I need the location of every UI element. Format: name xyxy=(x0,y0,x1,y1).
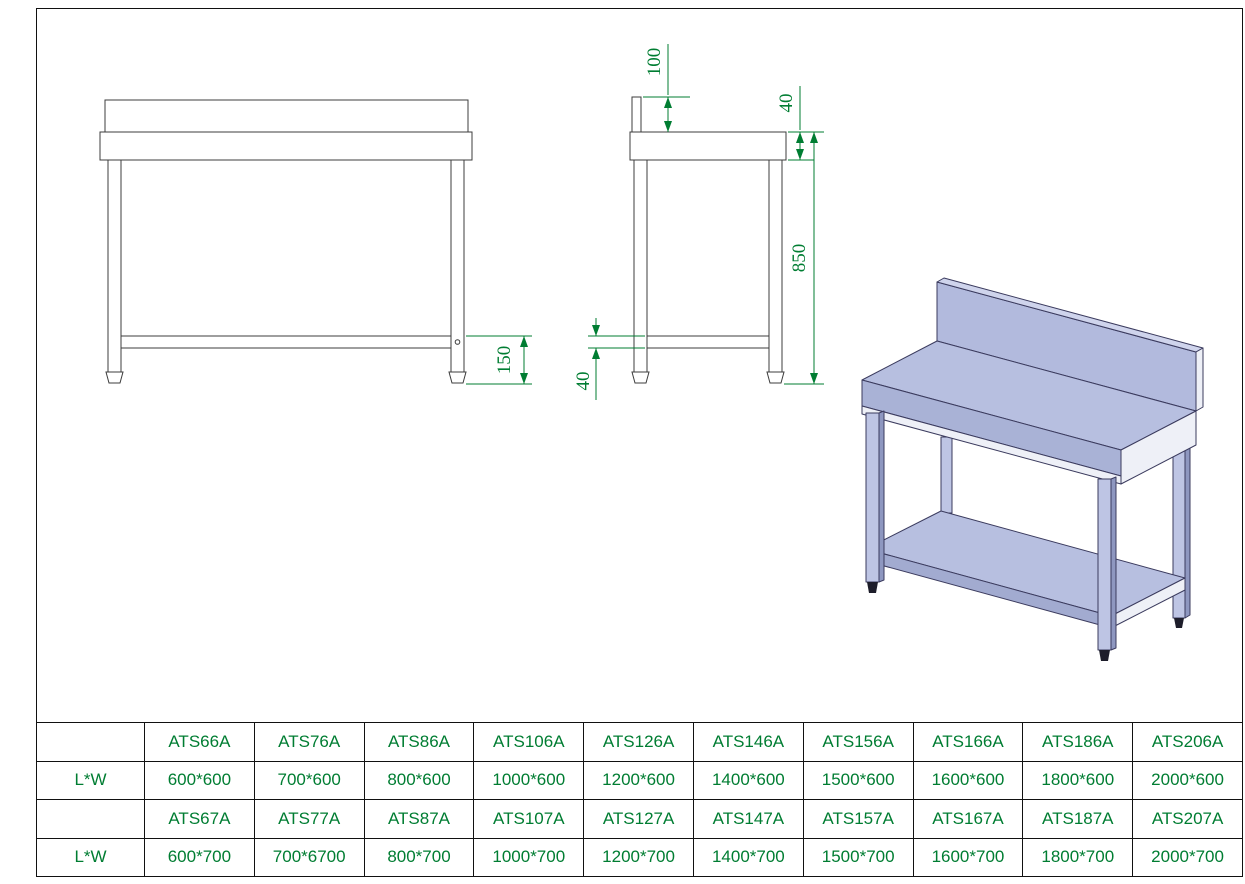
side-undershelf xyxy=(646,335,770,349)
side-view xyxy=(629,96,787,384)
size-cell: 1200*600 xyxy=(583,760,694,800)
dimension-150-label: 150 xyxy=(494,346,515,375)
model-cell: ATS126A xyxy=(583,722,694,762)
model-cell: ATS67A xyxy=(144,799,255,839)
front-view xyxy=(99,99,473,384)
model-cell: ATS77A xyxy=(253,799,365,839)
iso-back-left-leg xyxy=(940,436,953,514)
size-row-600: L*W 600*600 700*600 800*600 1000*600 120… xyxy=(36,760,1243,800)
spec-table-area: ATS66A ATS76A ATS86A ATS106A ATS126A ATS… xyxy=(36,722,1243,877)
front-right-leg xyxy=(450,159,465,373)
size-cell: 600*700 xyxy=(144,837,255,877)
front-right-foot xyxy=(448,371,467,384)
size-cell: 2000*700 xyxy=(1132,837,1243,877)
side-right-foot xyxy=(766,371,785,384)
iso-front-right-leg xyxy=(1097,478,1112,651)
model-cell: ATS76A xyxy=(253,722,365,762)
dimension-100-lines xyxy=(643,44,690,132)
size-cell: 1200*700 xyxy=(583,837,694,877)
size-cell: 1000*700 xyxy=(473,837,585,877)
size-cell: 1000*600 xyxy=(473,760,585,800)
model-cell: ATS87A xyxy=(363,799,475,839)
side-left-foot xyxy=(631,371,650,384)
front-left-leg xyxy=(107,159,122,373)
model-cell: ATS86A xyxy=(363,722,475,762)
size-cell: 1500*600 xyxy=(802,760,914,800)
front-undershelf xyxy=(120,335,452,349)
row-label-cell xyxy=(36,799,145,839)
size-cell: 2000*600 xyxy=(1132,760,1243,800)
model-cell: ATS106A xyxy=(473,722,585,762)
size-cell: 700*600 xyxy=(253,760,365,800)
row-label-cell: L*W xyxy=(36,837,145,877)
model-cell: ATS107A xyxy=(473,799,585,839)
model-cell: ATS206A xyxy=(1132,722,1243,762)
dimension-150-lines xyxy=(466,335,532,385)
spec-table: ATS66A ATS76A ATS86A ATS106A ATS126A ATS… xyxy=(36,722,1243,877)
model-cell: ATS157A xyxy=(802,799,914,839)
front-shelf-bolt xyxy=(454,339,461,345)
iso-front-left-leg-side xyxy=(878,410,885,583)
front-tabletop xyxy=(99,131,473,161)
side-tabletop xyxy=(629,131,787,161)
iso-tabletop-right-end xyxy=(1120,410,1197,485)
model-cell: ATS187A xyxy=(1022,799,1134,839)
size-cell: 800*600 xyxy=(363,760,475,800)
model-cell: ATS156A xyxy=(802,722,914,762)
dimension-40-shelf-lines xyxy=(588,318,645,400)
size-cell: 600*600 xyxy=(144,760,255,800)
dimension-850-label: 850 xyxy=(789,244,810,273)
model-cell: ATS146A xyxy=(692,722,804,762)
row-label-cell: L*W xyxy=(36,760,145,800)
iso-backsplash-right-edge xyxy=(1195,347,1204,412)
iso-front-left-foot xyxy=(867,582,878,593)
model-cell: ATS186A xyxy=(1022,722,1134,762)
front-backsplash xyxy=(104,99,469,133)
iso-front-left-leg xyxy=(865,412,880,583)
iso-front-right-leg-side xyxy=(1110,476,1117,651)
dimension-850-lines xyxy=(784,132,824,385)
size-cell: 700*6700 xyxy=(253,837,365,877)
size-cell: 1500*700 xyxy=(802,837,914,877)
isometric-view xyxy=(861,277,1204,661)
model-row-600: ATS66A ATS76A ATS86A ATS106A ATS126A ATS… xyxy=(36,722,1243,762)
row-label-cell xyxy=(36,722,145,762)
dimension-40-top-lines xyxy=(788,86,824,161)
dimension-40-shelf-label: 40 xyxy=(573,372,594,391)
model-row-700: ATS67A ATS77A ATS87A ATS107A ATS127A ATS… xyxy=(36,799,1243,839)
model-cell: ATS147A xyxy=(692,799,804,839)
size-cell: 1600*700 xyxy=(912,837,1024,877)
model-cell: ATS66A xyxy=(144,722,255,762)
model-cell: ATS167A xyxy=(912,799,1024,839)
size-row-700: L*W 600*700 700*6700 800*700 1000*700 12… xyxy=(36,837,1243,877)
side-backsplash xyxy=(631,96,642,133)
dimension-100-label: 100 xyxy=(644,48,665,77)
iso-front-right-foot xyxy=(1099,650,1110,661)
model-cell: ATS207A xyxy=(1132,799,1243,839)
size-cell: 1600*600 xyxy=(912,760,1024,800)
size-cell: 800*700 xyxy=(363,837,475,877)
size-cell: 1400*600 xyxy=(692,760,804,800)
side-left-leg xyxy=(633,159,648,373)
model-cell: ATS166A xyxy=(912,722,1024,762)
side-right-leg xyxy=(768,159,783,373)
front-left-foot xyxy=(105,371,124,384)
size-cell: 1800*700 xyxy=(1022,837,1134,877)
iso-back-right-foot xyxy=(1174,618,1184,628)
size-cell: 1400*700 xyxy=(692,837,804,877)
iso-back-right-leg-side xyxy=(1184,443,1191,619)
size-cell: 1800*600 xyxy=(1022,760,1134,800)
model-cell: ATS127A xyxy=(583,799,694,839)
dimension-40-top-label: 40 xyxy=(776,94,797,113)
